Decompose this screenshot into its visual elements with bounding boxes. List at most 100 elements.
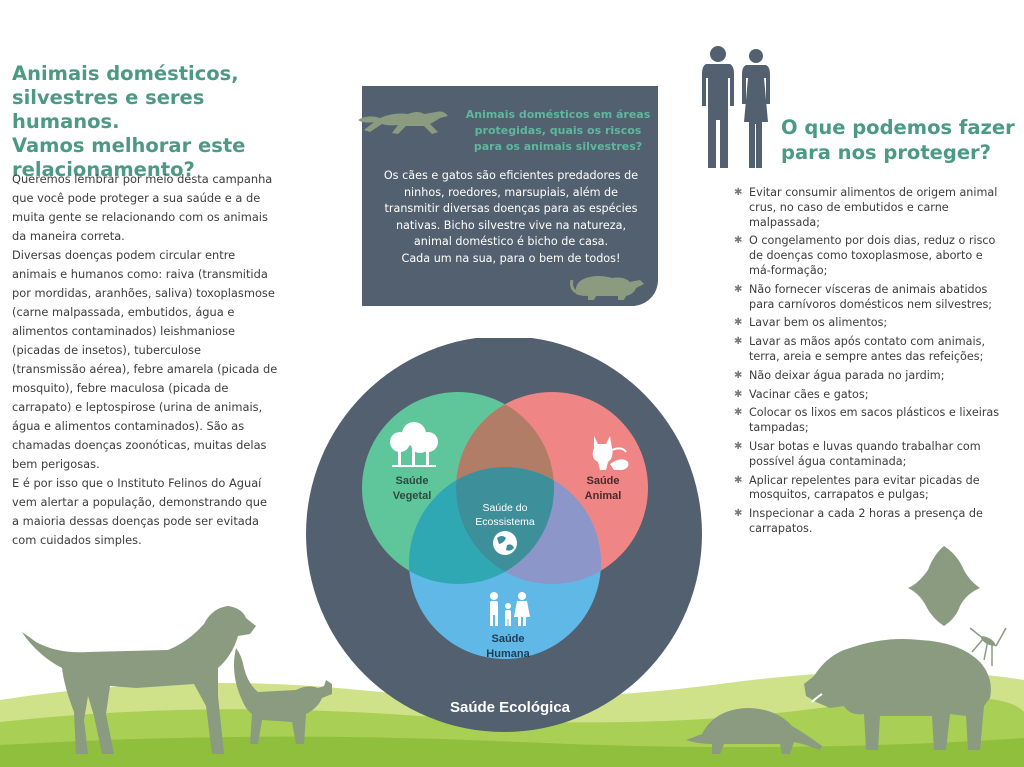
text-line: E é por isso que o Instituto Felinos do … <box>12 476 262 490</box>
boar-silhouette <box>804 639 991 750</box>
ecological-health-label: Saúde Ecológica <box>450 699 571 716</box>
human-silhouettes-icon <box>702 46 770 168</box>
opossum-icon <box>570 276 644 300</box>
plant-health-label: Saúde <box>395 475 428 487</box>
text-line: chamadas doenças zoonóticas, muitas dela… <box>12 438 267 452</box>
text-line: malpassada; <box>749 215 821 229</box>
text-line: muita gente se relacionando com os anima… <box>12 210 268 224</box>
text-line: bem perigosas. <box>12 457 100 471</box>
text-line: alimentos contaminados) leishmaniose <box>12 324 236 338</box>
animal-health-label: Saúde <box>586 475 619 487</box>
list-item: ✱ Lavar as mãos após contato com animais… <box>734 335 1012 365</box>
text-line: (transmissão aérea), febre amarela (pica… <box>12 362 278 376</box>
card-heading-line: Animais domésticos em áreas <box>465 108 651 121</box>
text-line: carrapato) e leptospirose (urina de anim… <box>12 400 263 414</box>
mosquito-icon <box>969 627 1007 666</box>
pet-icon <box>592 436 629 470</box>
left-heading: Animais domésticos, silvestres e seres h… <box>12 62 312 182</box>
right-heading-line: O que podemos fazer <box>781 116 1015 139</box>
text-line: terra, areia e sempre antes das refeiçõe… <box>749 349 984 363</box>
text-line: possível água contaminada; <box>749 454 907 468</box>
armadillo-silhouette <box>686 708 822 754</box>
cat-silhouette <box>234 648 332 744</box>
text-line: Lavar as mãos após contato com animais, <box>749 335 985 349</box>
card-heading-line: para os animais silvestres? <box>473 140 643 153</box>
bullet-icon: ✱ <box>734 283 743 295</box>
running-dog-icon <box>358 111 448 134</box>
text-line: Vacinar cães e gatos; <box>749 387 869 401</box>
text-line: por mordidas, aranhões, saliva) toxoplas… <box>12 286 275 300</box>
card-body-text: Os cães e gatos são eficientes predadore… <box>372 168 650 267</box>
bat-silhouette <box>908 546 980 626</box>
right-heading: O que podemos fazer para nos proteger? <box>781 115 1021 165</box>
card-heading-line: protegidas, quais os riscos <box>474 124 642 137</box>
bullet-icon: ✱ <box>734 317 743 329</box>
text-line: tampadas; <box>749 421 809 435</box>
plant-health-label: Vegetal <box>393 490 432 502</box>
list-item: ✱ Lavar bem os alimentos; <box>734 316 1012 331</box>
left-heading-line: silvestres e seres humanos. <box>12 86 205 133</box>
bullet-icon: ✱ <box>734 235 743 247</box>
text-line: da maneira correta. <box>12 229 125 243</box>
animal-health-label: Animal <box>585 490 622 502</box>
prevention-list: ✱ Evitar consumir alimentos de origem an… <box>734 186 1012 541</box>
text-line: vem alertar a população, demonstrando qu… <box>12 495 267 509</box>
bullet-icon: ✱ <box>734 407 743 419</box>
globe-icon <box>493 531 517 555</box>
text-line: Diversas doenças podem circular entre <box>12 248 236 262</box>
text-line: Não fornecer vísceras de animais abatido… <box>749 282 988 296</box>
text-line: má-formação; <box>749 263 828 277</box>
list-item: ✱ Usar botas e luvas quando trabalhar co… <box>734 440 1012 470</box>
list-item: ✱ Aplicar repelentes para evitar picadas… <box>734 474 1012 504</box>
text-line: animal doméstico é bicho de casa. <box>413 235 609 248</box>
bullet-icon: ✱ <box>734 508 743 520</box>
text-line: Os cães e gatos são eficientes predadore… <box>383 169 639 182</box>
text-line: mosquito), febre maculosa (picada de <box>12 381 229 395</box>
text-line: Aplicar repelentes para evitar picadas d… <box>749 473 980 487</box>
text-line: Cada um na sua, para o bem de todos! <box>401 251 621 265</box>
dog-silhouette <box>22 606 256 754</box>
text-line: com cuidados simples. <box>12 533 142 547</box>
text-line: Evitar consumir alimentos de origem anim… <box>749 186 998 199</box>
bullet-icon: ✱ <box>734 187 743 198</box>
text-line: (picadas de insetos), tuberculose <box>12 343 202 357</box>
bullet-icon: ✱ <box>734 474 743 486</box>
health-venn-diagram: Saúde Vegetal Saúde Animal Saúde do Ecos… <box>306 338 702 732</box>
ecosystem-health-label: Saúde do <box>483 502 528 514</box>
list-item: ✱ Inspecionar a cada 2 horas a presença … <box>734 507 1012 537</box>
intro-paragraph: Queremos lembrar por meio desta campanha… <box>12 170 284 246</box>
list-item: ✱ Colocar os lixos em sacos plásticos e … <box>734 406 1012 436</box>
text-line: crus, no caso de embutidos e carne <box>749 200 949 214</box>
bullet-icon: ✱ <box>734 440 743 452</box>
left-heading-line: Vamos melhorar este <box>12 134 246 157</box>
text-line: ninhos, roedores, marsupiais, além de <box>403 185 619 199</box>
text-line: mosquitos, carrapatos e pulgas; <box>749 488 929 502</box>
ecosystem-health-label: Ecossistema <box>475 516 535 528</box>
bullet-icon: ✱ <box>734 336 743 348</box>
text-line: Inspecionar a cada 2 horas a presença de <box>749 507 983 521</box>
human-health-label: Saúde <box>491 633 524 645</box>
text-line: que você pode proteger a sua saúde e a d… <box>12 191 261 205</box>
left-heading-line: relacionamento? <box>12 158 195 181</box>
list-item: ✱ Vacinar cães e gatos; <box>734 388 1012 403</box>
institute-paragraph: E é por isso que o Instituto Felinos do … <box>12 474 284 550</box>
text-line: água e alimentos contaminados). São as <box>12 419 245 433</box>
left-body-text: Queremos lembrar por meio desta campanha… <box>12 170 284 550</box>
text-line: Lavar bem os alimentos; <box>749 316 888 330</box>
text-line: a maioria dessas doenças pode ser evitad… <box>12 514 260 528</box>
bullet-icon: ✱ <box>734 388 743 400</box>
text-line: carrapatos. <box>749 521 813 535</box>
list-item: ✱ Não fornecer vísceras de animais abati… <box>734 283 1012 313</box>
tree-icon <box>390 422 438 467</box>
text-line: nativas. Bicho silvestre vive na naturez… <box>395 218 627 232</box>
text-line: para carnívoros domésticos nem silvestre… <box>749 297 993 311</box>
list-item: ✱ O congelamento por dois dias, reduz o … <box>734 234 1012 278</box>
text-line: transmitir diversas doenças para as espé… <box>384 202 638 215</box>
text-line: O congelamento por dois dias, reduz o ri… <box>749 234 996 248</box>
bullet-icon: ✱ <box>734 369 743 381</box>
text-line: Não deixar água parada no jardim; <box>749 368 945 382</box>
list-item: ✱ Evitar consumir alimentos de origem an… <box>734 186 1012 230</box>
text-line: Queremos lembrar por meio desta campanha <box>12 172 273 186</box>
card-heading: Animais domésticos em áreas protegidas, … <box>458 107 658 155</box>
diseases-paragraph: Diversas doenças podem circular entre an… <box>12 246 284 474</box>
